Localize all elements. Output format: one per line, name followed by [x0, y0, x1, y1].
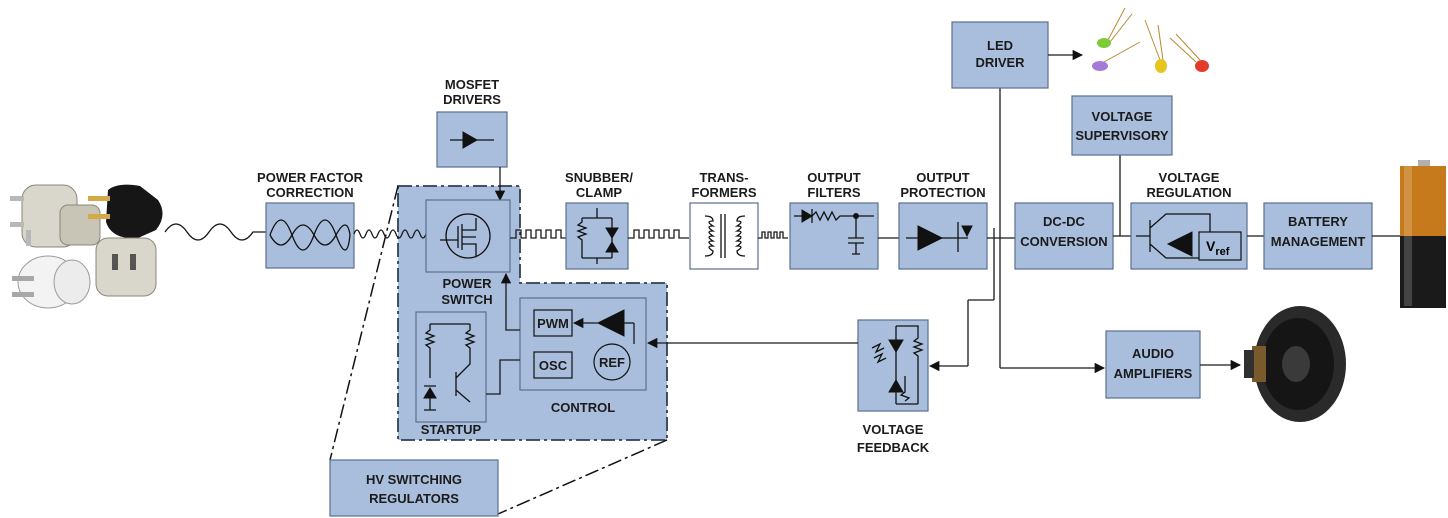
leds-image — [1092, 7, 1209, 73]
square-wave-2 — [628, 229, 689, 239]
voltage-feedback-label-2: FEEDBACK — [857, 440, 930, 455]
power-switch-label-2: SWITCH — [441, 292, 492, 307]
vref-label: Vref — [1206, 238, 1230, 258]
mosfet-icon — [445, 213, 491, 259]
ac-input-wave — [164, 223, 266, 241]
rectified-wave — [353, 229, 434, 239]
led-driver-label-2: DRIVER — [975, 55, 1025, 70]
snubber-label-2: CLAMP — [576, 185, 623, 200]
startup-label: STARTUP — [421, 422, 482, 437]
ref-label: REF — [599, 355, 625, 370]
battery-image — [1400, 160, 1446, 308]
battery-management-block — [1263, 202, 1373, 270]
hv-switching-block — [329, 459, 499, 517]
output-protection-label-1: OUTPUT — [916, 170, 970, 185]
ref-circle — [593, 343, 631, 381]
voltage-regulation-label-1: VOLTAGE — [1159, 170, 1220, 185]
audio-amplifiers-label-1: AUDIO — [1132, 346, 1174, 361]
output-filters-label-1: OUTPUT — [807, 170, 861, 185]
battery-management-label-2: MANAGEMENT — [1271, 234, 1366, 249]
snubber-label-1: SNUBBER/ — [565, 170, 633, 185]
voltage-feedback-block — [857, 319, 929, 412]
pwm-box — [533, 309, 573, 337]
voltage-feedback-label-1: VOLTAGE — [863, 422, 924, 437]
vref-box — [1198, 231, 1242, 261]
audio-amplifiers-label-2: AMPLIFIERS — [1114, 366, 1193, 381]
square-wave-1 — [510, 229, 570, 239]
audio-amplifiers-block — [1105, 330, 1201, 399]
control-label: CONTROL — [551, 400, 615, 415]
speaker-image — [1244, 306, 1346, 422]
output-protection-label-2: PROTECTION — [900, 185, 985, 200]
dc-dc-label-1: DC-DC — [1043, 214, 1085, 229]
driver-triangle-icon — [462, 131, 479, 149]
square-wave-3 — [758, 231, 788, 239]
startup-circuit-icon — [424, 323, 476, 411]
voltage-supervisory-block — [1071, 95, 1173, 156]
ac-plugs-image — [10, 184, 163, 309]
optocoupler-icon — [895, 325, 924, 405]
protection-diode-icon — [917, 225, 944, 251]
output-filters-label-2: FILTERS — [807, 185, 861, 200]
voltage-supervisory-label-1: VOLTAGE — [1092, 109, 1153, 124]
osc-label: OSC — [539, 358, 568, 373]
mosfet-drivers-label-1: MOSFET — [445, 77, 499, 92]
voltage-regulation-label-2: REGULATION — [1147, 185, 1232, 200]
regulator-transistor-icon — [1136, 213, 1211, 259]
power-factor-block — [265, 202, 355, 269]
filter-circuit-icon — [794, 210, 874, 255]
osc-box — [533, 351, 573, 379]
mosfet-drivers-label-2: DRIVERS — [443, 92, 501, 107]
startup-block — [415, 311, 487, 423]
led-driver-label-1: LED — [987, 38, 1013, 53]
battery-management-label-1: BATTERY — [1288, 214, 1348, 229]
hv-switching-label-1: HV SWITCHING — [366, 472, 462, 487]
output-protection-block — [898, 202, 988, 270]
dc-dc-label-2: CONVERSION — [1020, 234, 1107, 249]
transformer-coil-icon — [704, 215, 716, 257]
hv-switching-label-2: REGULATORS — [369, 491, 459, 506]
power-factor-label-2: CORRECTION — [266, 185, 353, 200]
voltage-supervisory-label-2: SUPERVISORY — [1075, 128, 1169, 143]
transformers-block — [689, 202, 759, 270]
dc-dc-block — [1014, 202, 1114, 270]
power-factor-label-1: POWER FACTOR — [257, 170, 364, 185]
pwm-label: PWM — [537, 316, 569, 331]
power-switch-label-1: POWER — [442, 276, 492, 291]
transformers-label-1: TRANS- — [699, 170, 748, 185]
transformers-label-2: FORMERS — [692, 185, 757, 200]
power-switch-block — [425, 199, 511, 273]
